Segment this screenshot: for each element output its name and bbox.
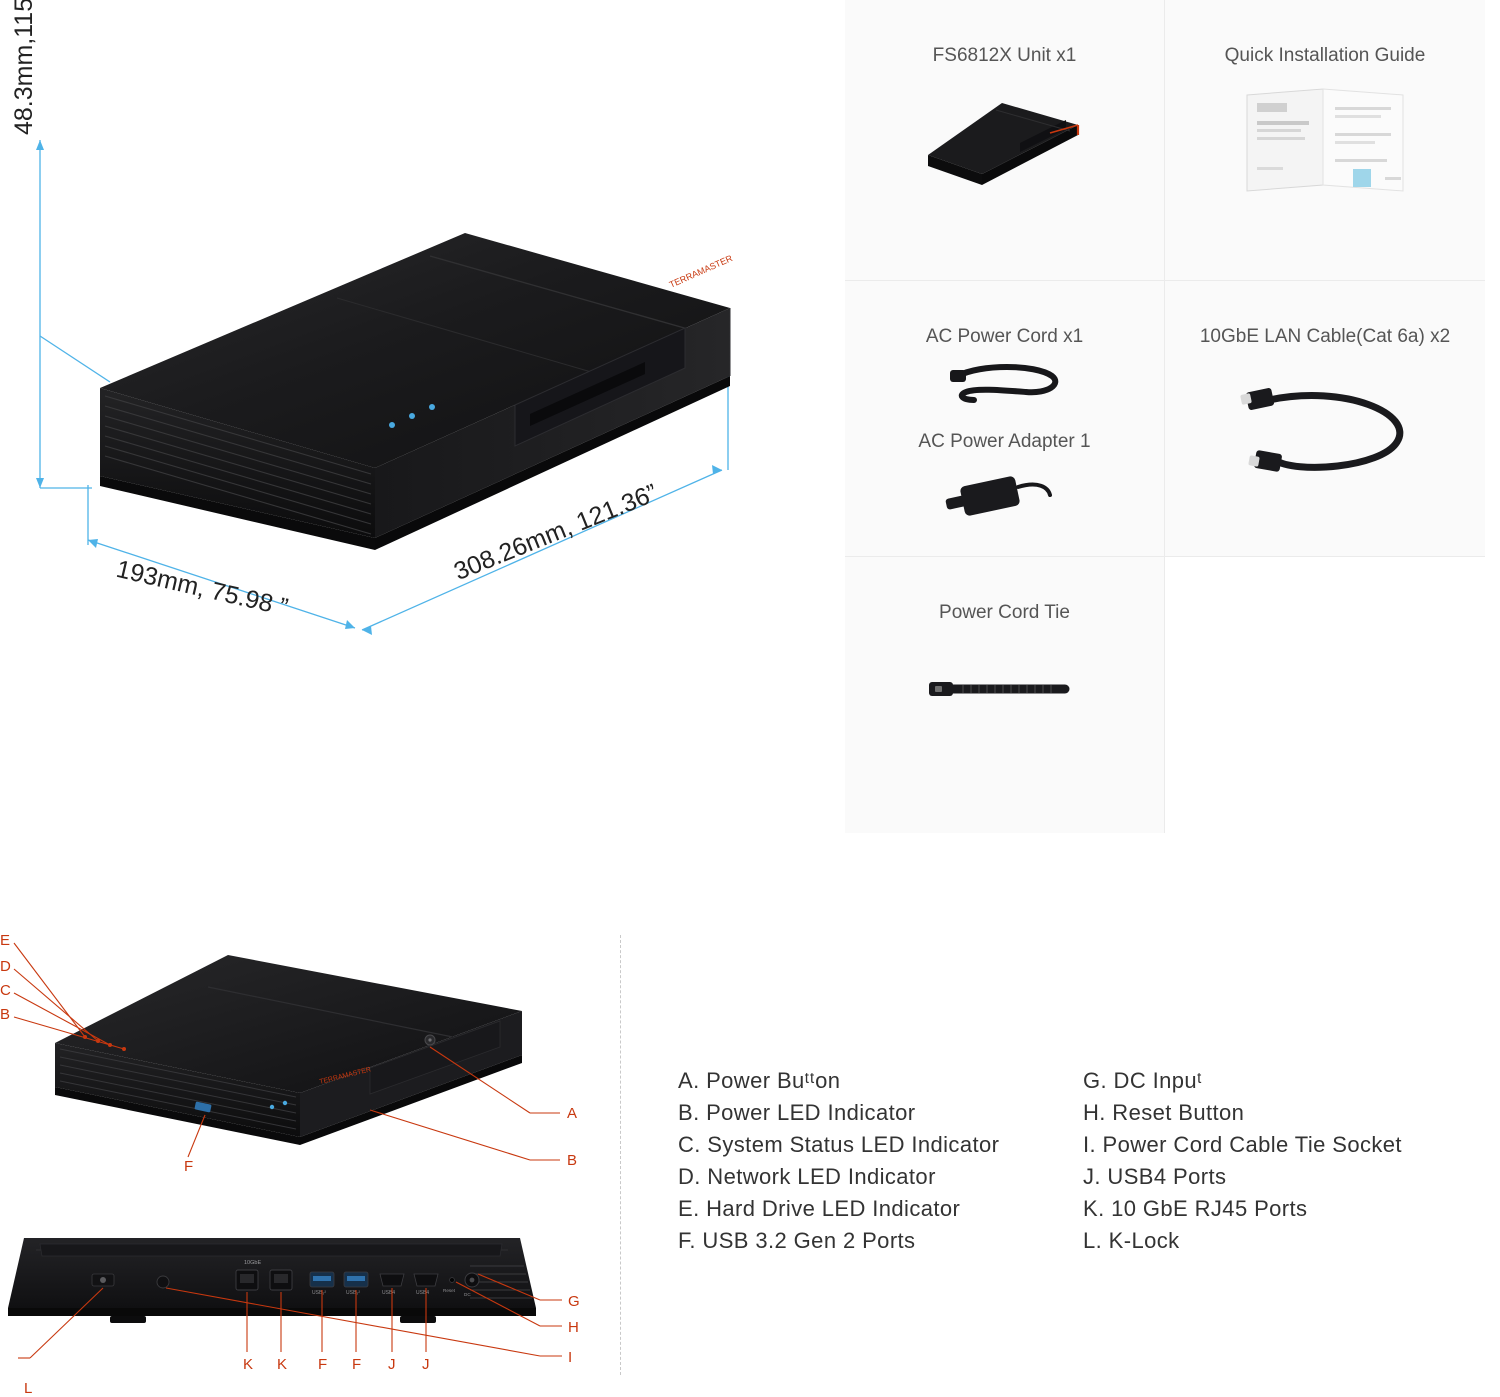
callout-letter-f: F [184,1158,194,1175]
lan-cable-icon [1225,378,1425,498]
height-dimension-label: 48.3mm,115.35” [10,0,38,135]
package-item-title: AC Power Adapter 1 [918,431,1091,452]
callout-letter-f1: F [318,1356,328,1373]
legend-item: C. System Status LED Indicator [678,1132,1000,1157]
callout-letter-i: I [568,1349,573,1366]
cable-tie-icon [915,674,1095,709]
callout-letter-b-top: B [0,1006,11,1023]
callout-letter-j1: J [388,1356,396,1373]
legend-item: J. USB4 Ports [1083,1164,1227,1189]
manual-icon [1235,81,1415,201]
legend-item: D. Network LED Indicator [678,1164,936,1189]
package-item-lan-cable: 10GbE LAN Cable(Cat 6a) x2 [1165,281,1485,557]
brand-mark: TERRAMASTER [668,253,735,290]
rear-label-usb1: USB₃² [312,1290,326,1296]
legend-item: L. K-Lock [1083,1228,1180,1253]
legend-item: K. 10 GbE RJ45 Ports [1083,1196,1308,1221]
legend-column-right: G. DC Inpuᵗ H. Reset Button I. Power Cor… [1083,1068,1402,1254]
rear-label-usb2: USB₃² [346,1290,360,1296]
package-item-unit: FS6812X Unit x1 [845,0,1165,281]
legend-item: I. Power Cord Cable Tie Socket [1083,1132,1402,1157]
rear-label-dc: DC [464,1292,471,1297]
nas-isometric-view: TERRAMASTER [85,228,735,568]
legend-item: B. Power LED Indicator [678,1100,916,1125]
callout-letter-k1: K [243,1356,254,1373]
package-item-title: FS6812X Unit x1 [932,45,1077,66]
package-item-guide: Quick Installation Guide [1165,0,1485,281]
power-adapter-icon [940,467,1070,528]
callout-letter-d: D [0,958,11,975]
legend-column-left: A. Power Buᵗᵗon B. Power LED Indicator C… [678,1068,1053,1254]
package-contents-panel: FS6812X Unit x1 Quick Installation Guid [845,0,1485,833]
callout-letter-h: H [568,1319,579,1336]
port-legend: A. Power Buᵗᵗon B. Power LED Indicator C… [678,1068,1488,1254]
package-item-title: Quick Installation Guide [1224,45,1426,66]
legend-item: A. Power Buᵗᵗon [678,1068,841,1093]
package-item-title: AC Power Cord x1 [925,326,1084,347]
callout-illustrations: TERRAMASTER E D C [0,900,620,1397]
legend-item: E. Hard Drive LED Indicator [678,1196,961,1221]
dimension-drawing: 48.3mm,115.35” 193mm, 75.98 ” 308.26mm, … [0,0,800,700]
nas-unit-icon [910,81,1100,196]
legend-item: H. Reset Button [1083,1100,1245,1125]
callout-letter-f2: F [352,1356,362,1373]
callout-letter-c: C [0,982,11,999]
section-divider [620,935,621,1375]
legend-item: F. USB 3.2 Gen 2 Ports [678,1228,916,1253]
callout-letter-b-right: B [567,1152,578,1169]
callout-letter-g: G [568,1293,580,1310]
callout-letter-j2: J [422,1356,430,1373]
legend-item: G. DC Inpuᵗ [1083,1068,1203,1093]
callout-letter-e: E [0,932,11,949]
callout-letter-l: L [24,1380,33,1397]
rear-label-10gbe: 10GbE [244,1260,261,1266]
power-cord-icon [940,362,1070,413]
callout-letter-a: A [567,1105,578,1122]
package-item-title: 10GbE LAN Cable(Cat 6a) x2 [1199,326,1451,347]
package-grid-empty-cell [1165,557,1485,833]
package-item-cord-tie: Power Cord Tie [845,557,1165,833]
package-item-title: Power Cord Tie [939,602,1070,623]
nas-rear-callout-view: 10GbE USB₃² USB₃² USB4 USB4 Reset [8,1238,562,1359]
package-item-power: AC Power Cord x1 AC Power Adapter 1 [845,281,1165,557]
nas-front-callout-view: TERRAMASTER [13,942,560,1161]
rear-label-usb4-2: USB4 [416,1290,429,1296]
rear-label-usb4-1: USB4 [382,1290,395,1296]
callout-letter-k2: K [277,1356,288,1373]
rear-label-reset: Reset [443,1288,456,1293]
